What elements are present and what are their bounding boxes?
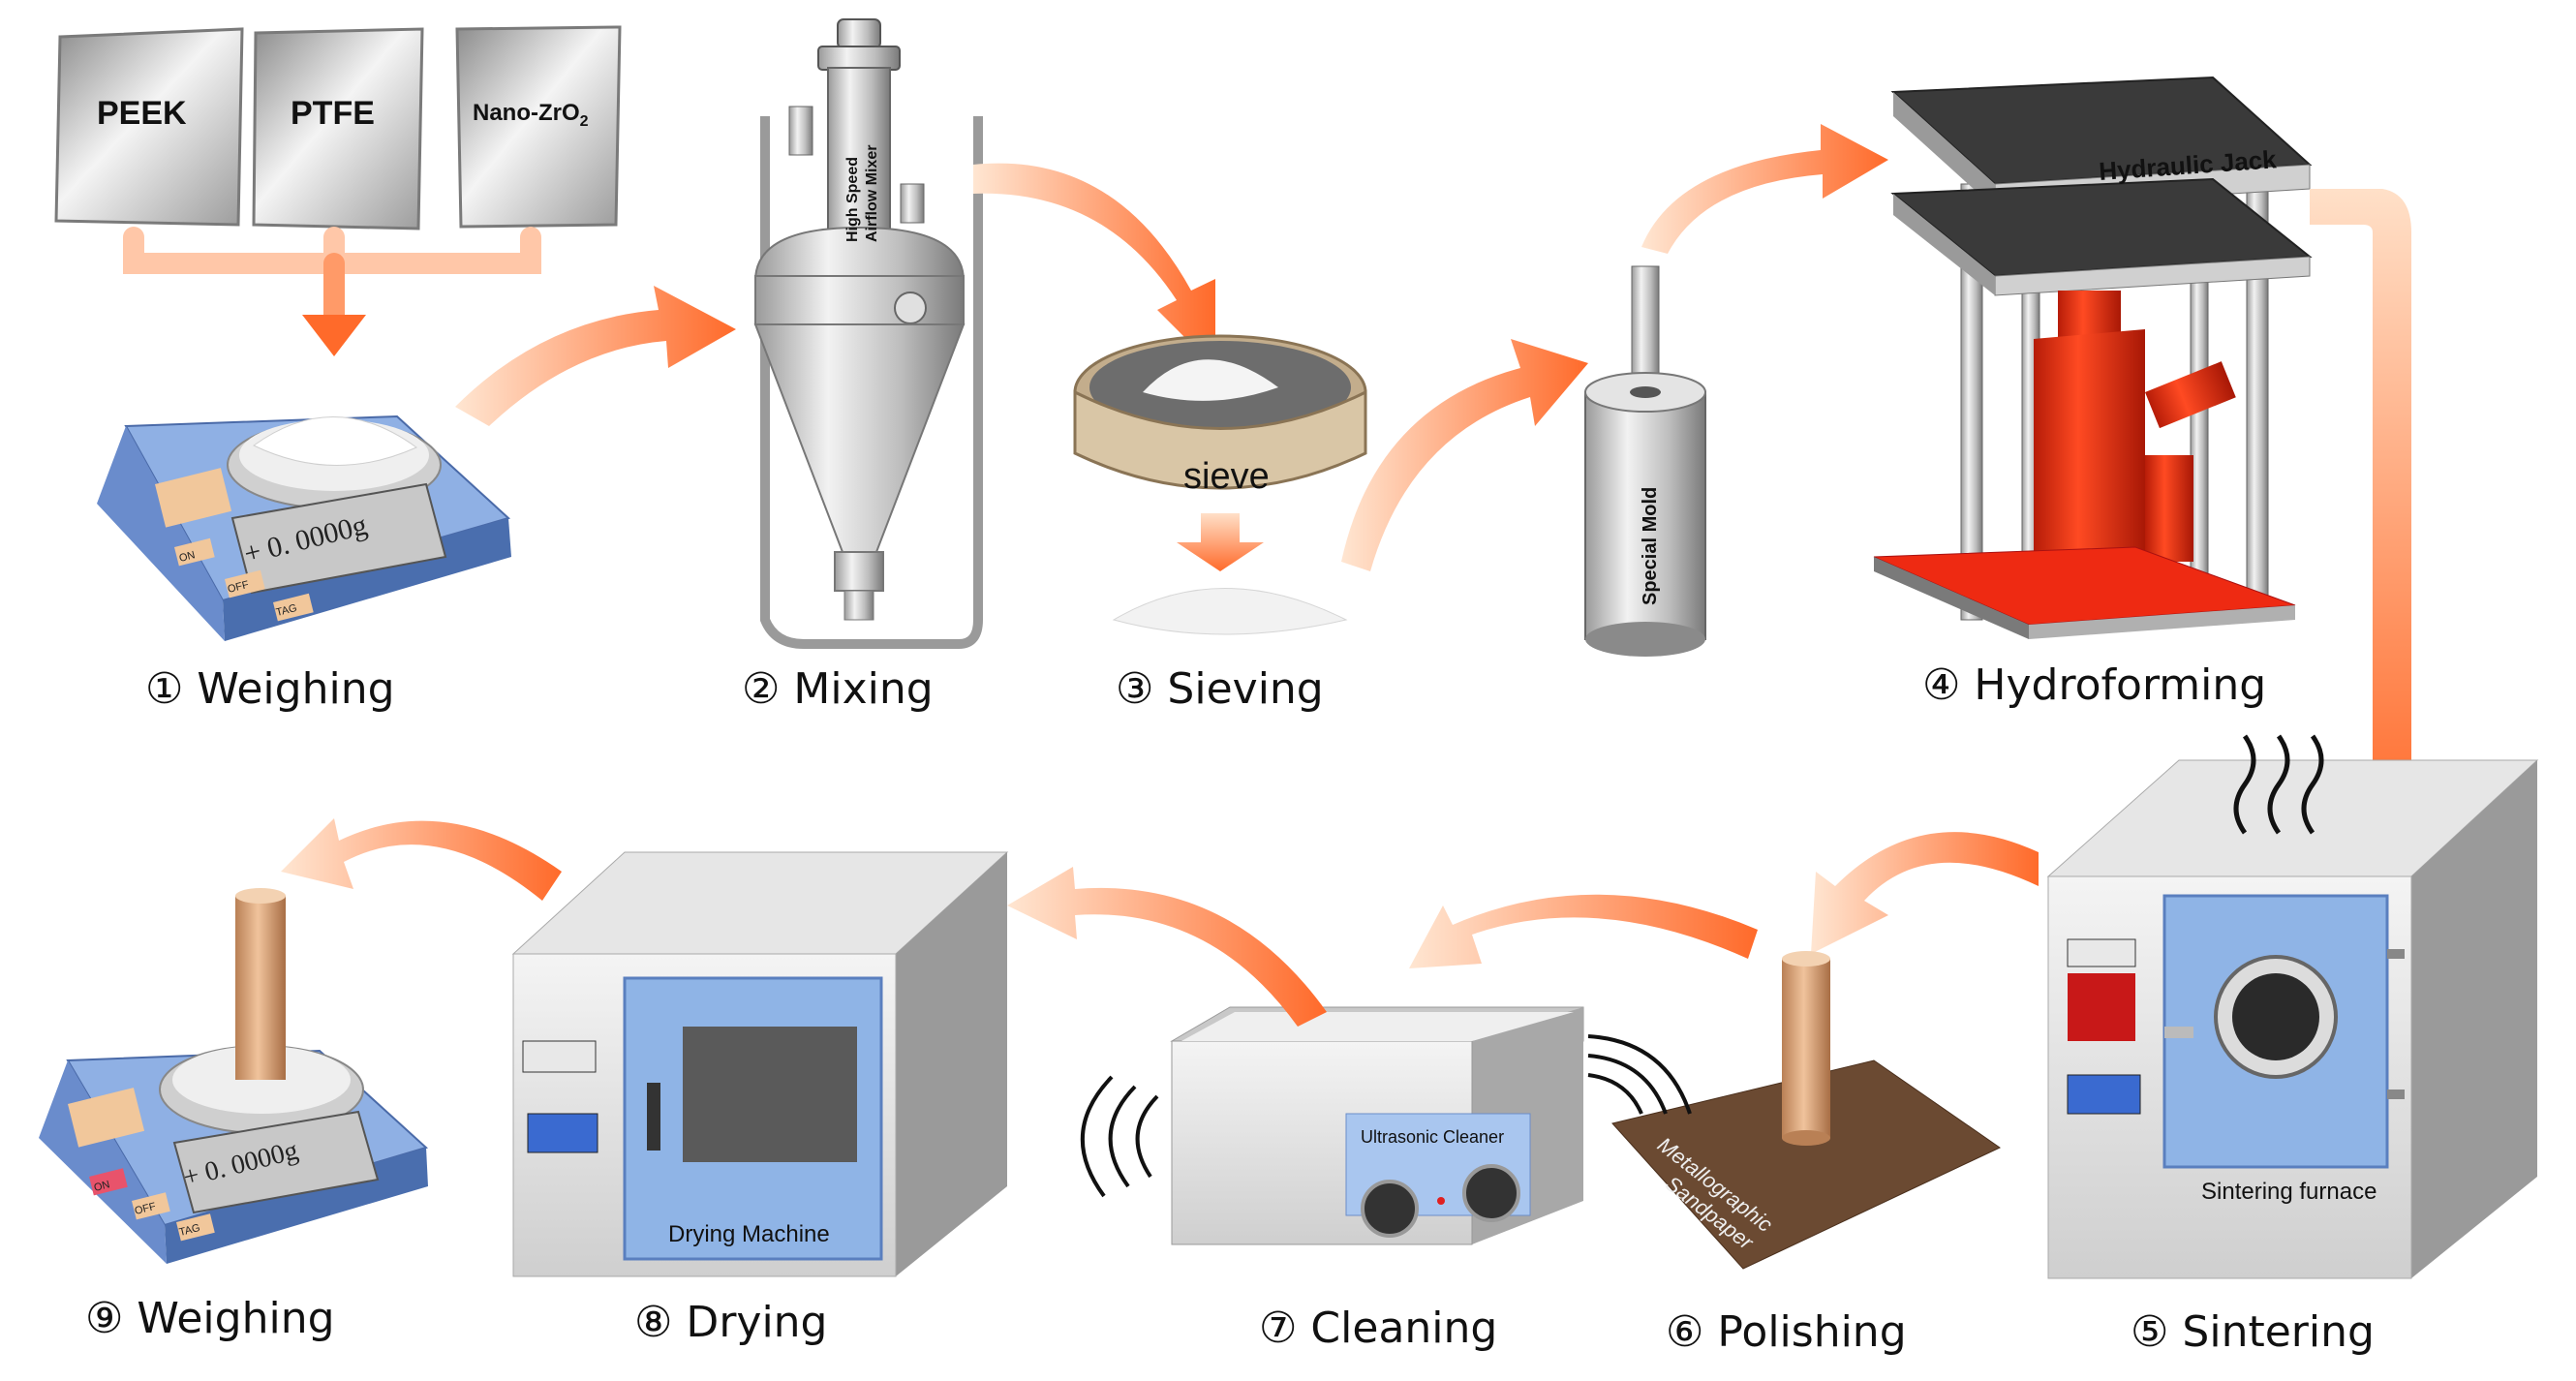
step-8-label: ⑧ Drying xyxy=(634,1298,827,1347)
scale-1-off: OFF xyxy=(227,579,251,596)
bag-zro2-label: Nano-ZrO xyxy=(473,100,580,126)
step-9-label: ⑨ Weighing xyxy=(85,1294,335,1343)
sieved-powder xyxy=(1112,588,1348,635)
scale-2-off: OFF xyxy=(134,1201,158,1217)
bag-ptfe-label: PTFE xyxy=(291,95,375,132)
scale-2: + 0. 0000g ON OFF TAG xyxy=(39,888,428,1264)
sieve-label: sieve xyxy=(1183,456,1270,497)
dryer-label: Drying Machine xyxy=(668,1221,830,1247)
sieve: sieve xyxy=(1073,334,1367,497)
arrow-1-to-2 xyxy=(455,286,736,426)
step-3-label: ③ Sieving xyxy=(1116,664,1324,714)
bags-to-scale-arrowhead xyxy=(302,315,366,356)
special-mold: Special Mold xyxy=(1584,265,1706,657)
sintering-furnace: Sintering furnace xyxy=(2046,734,2539,1279)
airflow-mixer: High Speed Airflow Mixer xyxy=(753,18,983,649)
ultrasonic-cleaner: Ultrasonic Cleaner xyxy=(1080,1006,1692,1245)
step-7-label: ⑦ Cleaning xyxy=(1259,1304,1497,1353)
scale-1-tag: TAG xyxy=(275,602,298,619)
arrow-5-to-6 xyxy=(1811,832,2039,954)
polished-rod xyxy=(1782,951,1830,1146)
bags-to-scale-arrow xyxy=(123,227,541,330)
arrow-7-to-8 xyxy=(1007,867,1327,1027)
sieve-down-arrow xyxy=(1177,513,1264,571)
arrow-8-to-9 xyxy=(281,818,562,901)
scale-2-tag: TAG xyxy=(178,1222,201,1239)
bag-peek-label: PEEK xyxy=(97,95,187,132)
step-5-label: ⑤ Sintering xyxy=(2131,1307,2375,1357)
drying-machine: Drying Machine xyxy=(511,851,1009,1277)
mixer-label-1: High Speed xyxy=(844,157,861,242)
cleaner-label: Ultrasonic Cleaner xyxy=(1361,1127,1504,1147)
bag-nano-zro2: Nano-ZrO2 xyxy=(455,25,622,229)
mold-label: Special Mold xyxy=(1640,487,1661,605)
arrow-3-to-mold xyxy=(1341,339,1588,571)
furnace-label: Sintering furnace xyxy=(2201,1179,2377,1205)
svg-text:Nano-ZrO2: Nano-ZrO2 xyxy=(473,100,589,130)
arrow-4-to-5 xyxy=(2310,189,2440,843)
arrow-2-to-3 xyxy=(973,163,1215,368)
arrow-mold-to-press xyxy=(1641,124,1888,254)
scale-2-on: ON xyxy=(93,1179,111,1194)
step-6-label: ⑥ Polishing xyxy=(1666,1307,1907,1357)
mixer-label-2: Airflow Mixer xyxy=(864,145,880,242)
step-4-label: ④ Hydroforming xyxy=(1922,660,2266,710)
hydraulic-press: Hydraulic Jack xyxy=(1873,76,2313,639)
bag-ptfe: PTFE xyxy=(252,27,424,230)
step-2-label: ② Mixing xyxy=(742,664,934,714)
scale-1-on: ON xyxy=(178,549,197,565)
scale-1: + 0. 0000g ON OFF TAG xyxy=(97,414,511,641)
bag-zro2-subscript: 2 xyxy=(580,113,589,130)
bag-peek: PEEK xyxy=(54,27,244,227)
arrow-6-to-7 xyxy=(1409,894,1758,968)
step-1-label: ① Weighing xyxy=(145,664,395,714)
